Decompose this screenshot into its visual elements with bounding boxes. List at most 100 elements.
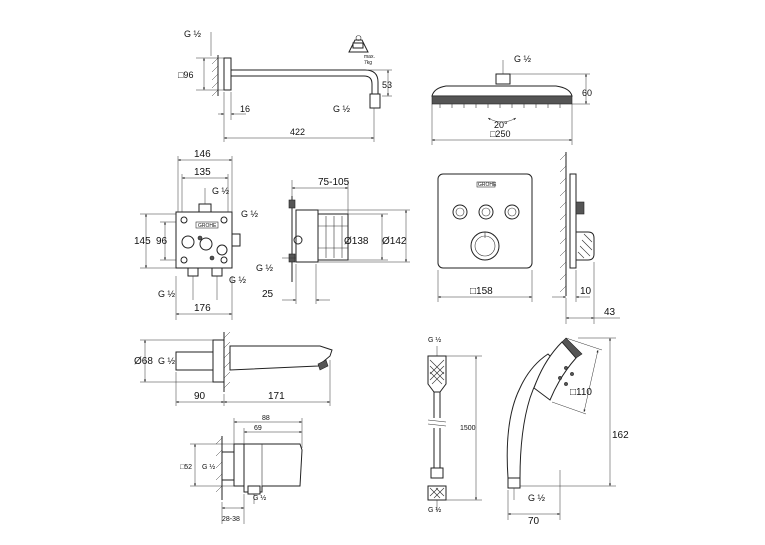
panel-depth-10-label: 10 — [580, 286, 592, 297]
shower-head-drawing: G ½ 60 20° □250 — [431, 54, 592, 145]
outlet-rosette — [233, 443, 245, 487]
head-body — [431, 85, 573, 97]
shower-hose-drawing: G ½ G ½ 1500 — [427, 336, 482, 514]
weight-tag-line2: 7kg — [364, 60, 372, 66]
box-valve — [197, 235, 203, 241]
box-width-135-label: 135 — [194, 167, 211, 178]
outlet-thread-left-label: G ½ — [202, 463, 215, 471]
box-port — [199, 237, 213, 251]
box-width-176-label: 176 — [194, 303, 211, 314]
hose-top-nut — [427, 355, 447, 393]
spout-body — [229, 345, 333, 371]
panel-button-1 — [452, 204, 468, 220]
box-thread-bottom-left-label: G ½ — [158, 289, 176, 299]
concealed-box-side-drawing: 75-105 Ø138 Ø142 G ½ 25 — [256, 177, 410, 304]
hand-shower-drawing: □110 162 G ½ 70 — [506, 337, 629, 527]
box-frame — [175, 211, 233, 269]
hose-bottom-ring — [430, 467, 444, 479]
box-side-d138-label: Ø138 — [344, 236, 369, 247]
box-corner-hole — [180, 216, 188, 224]
arm-thread-bottom-label: G ½ — [333, 104, 351, 114]
weight-tag-line1: max. — [364, 54, 375, 60]
hand-shower-square-label: □110 — [570, 387, 592, 398]
spout-thread-label: G ½ — [158, 356, 176, 366]
hose-bottom-nut — [427, 485, 447, 501]
box-side-clip — [288, 199, 296, 209]
bath-spout-drawing: Ø68 G ½ 90 171 — [134, 331, 333, 406]
arm-tube-top — [231, 69, 379, 96]
box-side-port — [293, 235, 303, 245]
box-side-d142-label: Ø142 — [382, 236, 407, 247]
outlet-range-label: 28-38 — [222, 516, 240, 523]
arm-end-connector — [369, 93, 381, 109]
arm-height-label: 53 — [382, 80, 392, 90]
head-face — [431, 95, 573, 105]
hand-shower-length-label: 162 — [612, 430, 629, 441]
head-height-label: 60 — [582, 88, 592, 98]
spout-d68-label: Ø68 — [134, 356, 153, 367]
outlet-stem — [221, 451, 235, 481]
spout-w90-label: 90 — [194, 391, 206, 402]
arm-depth-label: 16 — [240, 104, 250, 114]
panel-side-knob — [575, 231, 595, 261]
outlet-w88-label: 88 — [262, 415, 270, 422]
max-weight-icon: max. 7kg — [348, 35, 375, 66]
arm-wall-flange — [223, 57, 232, 91]
outlet-wall-hatch — [215, 437, 223, 493]
panel-logo: GROHE — [478, 182, 497, 188]
panel-side-plate — [569, 173, 577, 269]
outlet-w69-label: 69 — [254, 425, 262, 432]
panel-plate — [437, 173, 533, 269]
box-corner-hole — [220, 216, 228, 224]
arm-thread-top-label: G ½ — [184, 29, 202, 39]
shower-arm-drawing: max. 7kg G ½ □96 53 16 G ½ 422 — [178, 29, 392, 142]
head-width-label: □250 — [490, 129, 510, 139]
hose-top-knurl — [429, 359, 445, 385]
box-corner-hole — [220, 256, 228, 264]
arm-length-label: 422 — [290, 127, 305, 137]
head-thread-label: G ½ — [514, 54, 532, 64]
head-connector — [495, 73, 511, 85]
hose-thread-top-label: G ½ — [428, 336, 441, 344]
box-width-146-label: 146 — [194, 149, 211, 160]
head-nozzles — [439, 104, 561, 108]
box-port — [181, 235, 195, 249]
hose-length-label: 1500 — [460, 425, 476, 432]
outlet-thread-connector — [247, 485, 261, 495]
box-port — [216, 244, 228, 256]
hose-bottom-knurl — [429, 487, 445, 499]
box-logo: GROHE — [198, 223, 217, 229]
panel-wall-hatch — [559, 153, 567, 293]
box-bottom-outlet-left — [187, 267, 199, 277]
hand-shower-spray-holes — [558, 366, 574, 386]
hand-shower-face — [561, 337, 583, 359]
box-side-d25-label: 25 — [262, 289, 274, 300]
box-corner-hole — [180, 256, 188, 264]
box-bottom-outlet-right — [211, 267, 223, 277]
spout-w171-label: 171 — [268, 391, 285, 402]
spout-rosette — [212, 339, 225, 383]
box-thread-bottom-right-label: G ½ — [229, 275, 247, 285]
panel-button-3 — [504, 204, 520, 220]
box-valve — [209, 255, 215, 261]
arm-square-label: □96 — [178, 70, 193, 80]
box-thread-right-label: G ½ — [241, 209, 259, 219]
panel-side-button — [575, 201, 585, 215]
panel-width-label: □158 — [470, 286, 493, 297]
head-angle-label: 20° — [494, 120, 508, 130]
hand-shower-connector — [507, 477, 521, 489]
arm-tube-bottom — [231, 75, 373, 96]
box-thread-top-label: G ½ — [212, 186, 230, 196]
concealed-box-front-drawing: GROHE 146 135 G ½ G ½ 145 96 G ½ G ½ 176 — [134, 149, 259, 320]
box-height-145-label: 145 — [134, 236, 151, 247]
control-panel-front-drawing: GROHE □158 — [437, 173, 533, 302]
outlet-square-label: □52 — [180, 464, 192, 471]
arm-wall-hatch — [211, 55, 219, 97]
panel-side-knob-grip — [577, 233, 593, 259]
wall-outlet-drawing: 88 69 □52 G ½ G ½ 28-38 — [180, 415, 303, 524]
panel-logo-plate — [476, 181, 496, 188]
box-side-depth-range-label: 75-105 — [318, 177, 350, 188]
panel-depth-43-label: 43 — [604, 307, 616, 318]
spout-wall-hatch — [223, 331, 231, 389]
